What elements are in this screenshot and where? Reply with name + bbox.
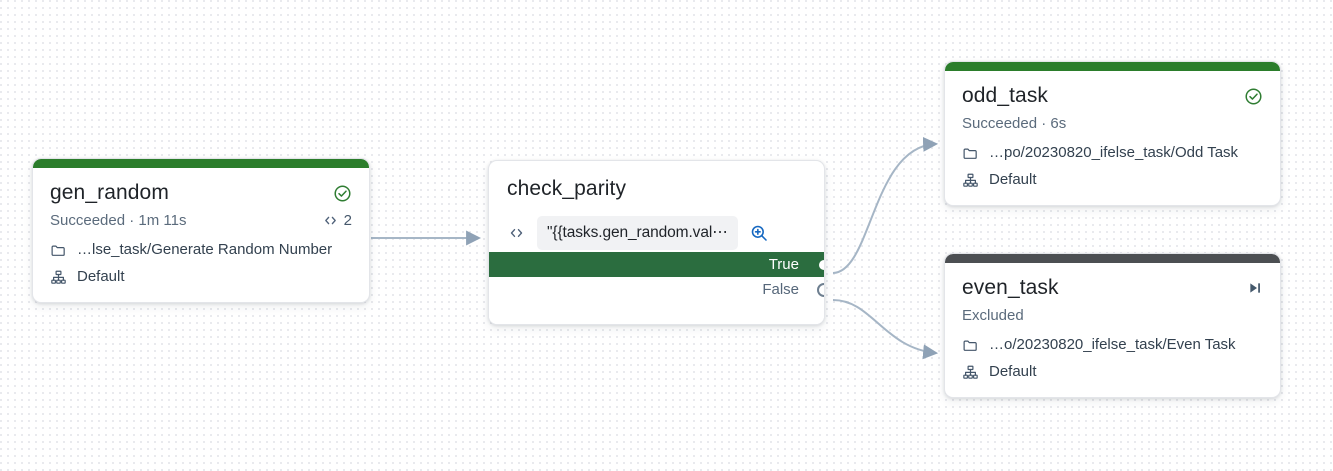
node-pool-row[interactable]: Default <box>962 172 1263 189</box>
skip-forward-icon <box>1247 280 1263 296</box>
condition-expression-value[interactable]: "{{tasks.gen_random.val⋯ <box>537 216 738 251</box>
port-false[interactable] <box>817 282 824 297</box>
node-pool-row[interactable]: Default <box>50 269 352 286</box>
sitemap-icon <box>962 172 979 189</box>
node-pool-text: Default <box>989 171 1037 189</box>
node-subheader: Excluded <box>962 307 1263 324</box>
node-pool-row[interactable]: Default <box>962 364 1263 381</box>
port-true[interactable] <box>817 257 824 272</box>
code-brackets-icon <box>507 225 526 241</box>
branch-true[interactable]: True <box>489 252 824 278</box>
node-even-task[interactable]: even_task Excluded …o/20230820_ifel <box>944 253 1281 399</box>
node-status-text: Succeeded · 1m 11s <box>50 212 187 230</box>
node-status-text: Excluded <box>962 307 1024 325</box>
node-path-row[interactable]: …o/20230820_ifelse_task/Even Task <box>962 337 1263 354</box>
node-status-bar <box>945 254 1280 263</box>
branch-true-label: True <box>768 256 799 274</box>
node-check-parity[interactable]: check_parity "{{tasks.gen_random.val⋯ <box>488 160 825 326</box>
code-count-value: 2 <box>343 212 352 230</box>
sitemap-icon <box>962 364 979 381</box>
folder-icon <box>50 242 67 259</box>
node-header: gen_random <box>50 181 352 205</box>
node-title: odd_task <box>962 84 1049 107</box>
node-title: even_task <box>962 276 1059 299</box>
node-subheader: Succeeded · 1m 11s 2 <box>50 212 352 229</box>
node-status-text: Succeeded · 6s <box>962 115 1067 133</box>
folder-icon <box>962 337 979 354</box>
node-status-bar <box>945 62 1280 71</box>
node-gen-random[interactable]: gen_random Succeeded · 1m 11s <box>32 158 370 304</box>
edge-false-to-even-task <box>832 299 939 360</box>
node-title: gen_random <box>50 181 169 204</box>
circle-check-icon <box>1244 87 1263 106</box>
node-path-text: …lse_task/Generate Random Number <box>77 241 333 259</box>
edge-true-to-odd-task <box>832 136 939 274</box>
folder-icon <box>962 145 979 162</box>
node-status-bar <box>33 159 369 168</box>
node-header: odd_task <box>962 84 1263 108</box>
branch-false-label: False <box>762 281 799 299</box>
condition-expression-row[interactable]: "{{tasks.gen_random.val⋯ <box>507 216 806 252</box>
node-subheader: Succeeded · 6s <box>962 115 1263 132</box>
node-path-row[interactable]: …po/20230820_ifelse_task/Odd Task <box>962 145 1263 162</box>
node-odd-task[interactable]: odd_task Succeeded · 6s …po/2023082 <box>944 61 1281 207</box>
node-path-text: …po/20230820_ifelse_task/Odd Task <box>989 144 1239 162</box>
sitemap-icon <box>50 269 67 286</box>
node-path-text: …o/20230820_ifelse_task/Even Task <box>989 336 1236 354</box>
node-header: check_parity <box>507 177 806 201</box>
node-path-row[interactable]: …lse_task/Generate Random Number <box>50 242 352 259</box>
branch-false[interactable]: False <box>489 277 824 303</box>
node-title: check_parity <box>507 177 627 200</box>
circle-check-icon <box>333 184 352 203</box>
code-brackets-icon <box>322 213 339 228</box>
zoom-in-icon[interactable] <box>749 223 769 243</box>
code-count-badge[interactable]: 2 <box>322 212 352 229</box>
node-footer-spacer <box>489 302 824 325</box>
node-pool-text: Default <box>989 363 1037 381</box>
node-pool-text: Default <box>77 268 125 286</box>
node-header: even_task <box>962 276 1263 300</box>
